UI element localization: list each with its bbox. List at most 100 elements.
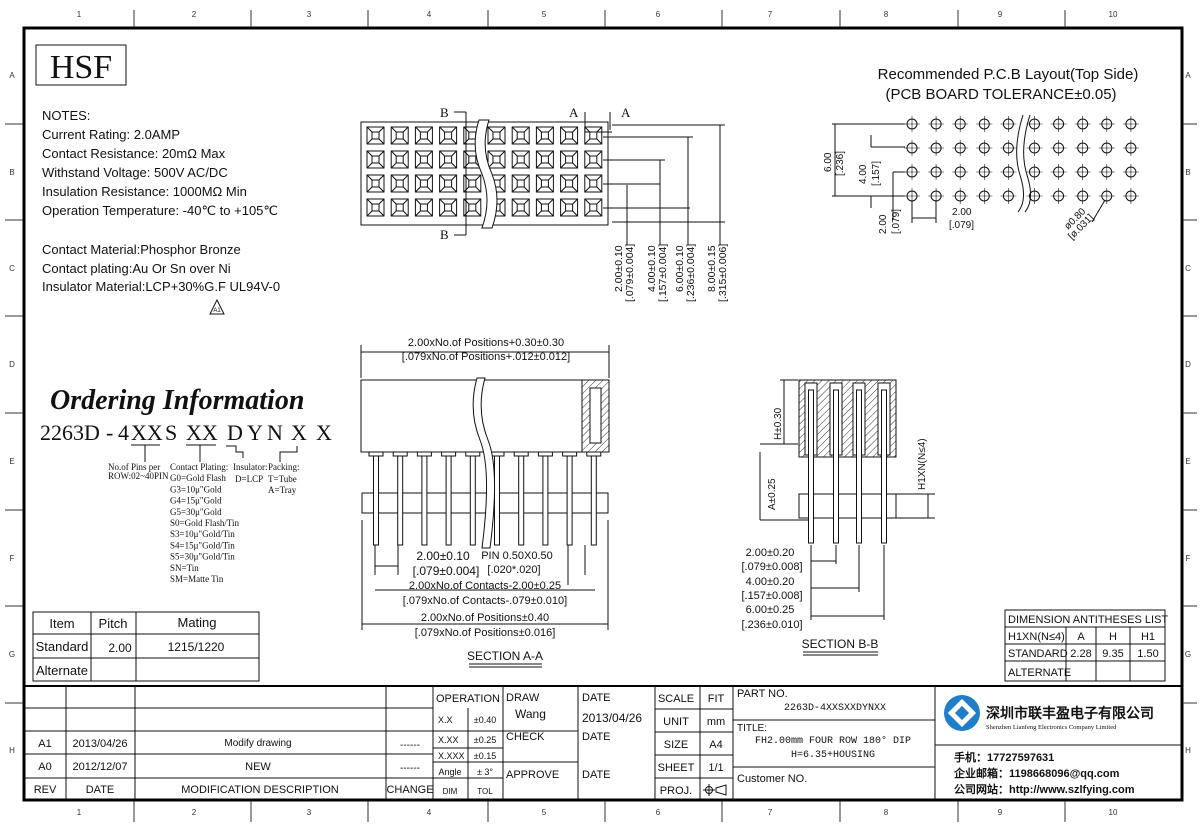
pcb-hole (1098, 188, 1115, 204)
zone-row-label: D (9, 360, 15, 369)
cavity-chamfer (415, 198, 433, 217)
cavity-chamfer (439, 150, 457, 169)
contact-cavity (366, 150, 385, 169)
pin (590, 451, 597, 546)
contact-cavity (439, 150, 458, 169)
company-name-en: Shenzhen Lianfeng Electronics Company Li… (986, 724, 1117, 731)
pcb-dim: 2.00 (952, 207, 972, 218)
title-label: TITLE: (737, 723, 767, 734)
pin (518, 451, 525, 546)
contact-cavity (511, 198, 530, 217)
company-website-link[interactable]: 公司网站：http://www.szlfying.com (954, 782, 1135, 796)
hole-center-mark (1074, 116, 1091, 132)
plating-option: S0=Gold Flash/Tin (170, 518, 240, 528)
col-header: Item (49, 616, 74, 631)
hole-center-mark (952, 140, 969, 156)
contact-cavity (584, 198, 603, 217)
title-line: H=6.35+HOUSING (791, 750, 875, 761)
cavity-outer (535, 198, 554, 217)
hole-center-mark (1026, 164, 1043, 180)
dimension-text: 4.00±0.10 (646, 245, 658, 292)
table-cell: 1215/1220 (168, 640, 225, 654)
pcb-hole (952, 140, 969, 156)
rev-desc: Modify drawing (224, 738, 291, 749)
dim-text: 2.00xNo.of Positions±0.40 (421, 612, 549, 624)
dimension-list: DIMENSION ANTITHESES LIST H1XN(N≤4) A H … (1004, 609, 1168, 682)
cavity-outer (366, 150, 385, 169)
contact-cavity (511, 174, 530, 193)
pcb-dim: [.236] (835, 151, 846, 176)
cavity-inner (371, 155, 380, 164)
cavity-chamfer (390, 150, 409, 169)
zone-row-label: D (1185, 360, 1191, 369)
cavity-outer (439, 150, 458, 169)
pcb-hole (976, 188, 993, 204)
rev-change: ------ (400, 763, 420, 774)
code-part: 4 (118, 420, 129, 445)
table-cell: 2.00 (108, 641, 132, 655)
cavity-inner (444, 155, 453, 164)
section-a-marker: A (621, 105, 631, 120)
cavity-outer (463, 198, 482, 217)
material-line: Contact plating:Au Or Sn over Ni (42, 261, 231, 276)
rev-header: MODIFICATION DESCRIPTION (181, 784, 339, 796)
hole-center-mark (1000, 164, 1017, 180)
note-line: Contact Resistance: 20mΩ Max (42, 146, 226, 161)
pin-dim: [.020*.020] (487, 564, 540, 576)
hole-center-mark (1122, 116, 1139, 132)
cavity-chamfer (511, 126, 530, 145)
table-cell: 2.28 (1070, 648, 1091, 660)
cavity-outer (560, 198, 579, 217)
pins-label: No.of Pins per (108, 462, 160, 472)
cavity-outer (390, 126, 409, 145)
pcb-hole (904, 140, 920, 156)
zone-row-label: F (10, 554, 15, 563)
cavity-outer (584, 126, 603, 145)
pin (494, 451, 500, 546)
hole-center-mark (1098, 116, 1115, 132)
ordering-information: Ordering Information 2263D - 4 XX S XX D… (40, 385, 332, 584)
pcb-hole (1026, 188, 1043, 204)
zone-row-label: B (1185, 168, 1190, 177)
cavity-outer (511, 198, 530, 217)
hole-center-mark (1098, 164, 1115, 180)
logo-text: HSF (50, 49, 112, 86)
section-a-a: 2.00xNo.of Positions+0.30±0.30 [.079xNo.… (360, 337, 610, 668)
rev-cell: A1 (38, 738, 51, 750)
note-line: Withstand Voltage: 500V AC/DC (42, 165, 228, 180)
cavity-outer (560, 174, 579, 193)
section-a-marker: A (569, 105, 579, 120)
hole-center-mark (1098, 188, 1115, 204)
hole-center-mark (952, 164, 969, 180)
section-b-marker: B (440, 227, 449, 242)
pins-label: ROW:02~40PIN (108, 471, 169, 481)
plating-option: SN=Tin (170, 563, 199, 573)
zone-column-label: 10 (1109, 808, 1118, 817)
tol-value: ±0.15 (474, 751, 496, 761)
zone-row-label: A (1185, 71, 1191, 80)
pcb-hole (928, 140, 945, 156)
company-email[interactable]: 企业邮箱：1198668096@qq.com (953, 766, 1120, 780)
cavity-outer (366, 174, 385, 193)
col-header: Mating (177, 615, 216, 630)
pcb-hole (952, 164, 969, 180)
contact-cavity (414, 126, 433, 145)
cavity-outer (366, 126, 385, 145)
zone-row-label: H (1185, 746, 1191, 755)
contact-cavity (535, 174, 554, 193)
sheet-label: SHEET (658, 762, 695, 774)
cavity-chamfer (536, 150, 554, 169)
pcb-hole (1026, 140, 1043, 156)
pcb-hole (928, 164, 945, 180)
drawing-border (22, 26, 1184, 802)
rev-cell: A0 (38, 761, 51, 773)
drawer-name: Wang (515, 707, 546, 721)
cavity-outer (535, 126, 554, 145)
cavity-inner (540, 179, 549, 188)
table-cell: Standard (36, 639, 89, 654)
cavity-outer (511, 126, 530, 145)
tol-dim: X.XXX (438, 751, 465, 761)
table-cell: STANDARD (1008, 648, 1068, 660)
cavity-chamfer (560, 198, 578, 217)
zone-column-label: 8 (884, 10, 889, 19)
